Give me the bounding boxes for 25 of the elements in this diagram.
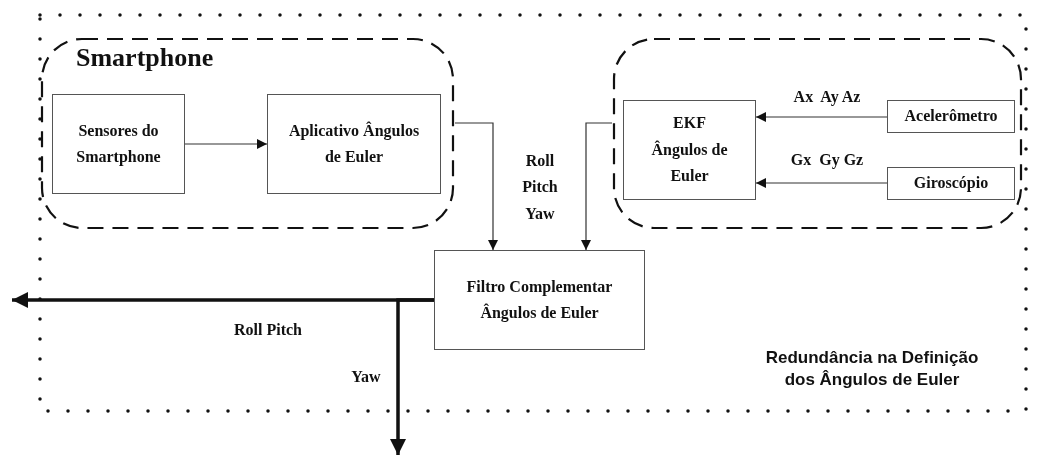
sensor-box — [887, 100, 1015, 133]
box-label: Giroscópio — [913, 173, 989, 194]
signal-label: Roll Pitch Yaw — [521, 151, 559, 224]
process-box — [434, 250, 645, 350]
dotted-region — [38, 13, 1028, 413]
box-label: Aplicativo Ângulos de Euler — [288, 120, 420, 167]
arrow — [454, 122, 498, 251]
dashed-group — [612, 37, 1023, 230]
arrow — [581, 122, 613, 251]
box-label: Filtro Complementar Ângulos de Euler — [465, 276, 614, 324]
box-label: EKF — [673, 113, 706, 134]
arrow — [184, 139, 268, 149]
box-label: Acelerômetro — [904, 106, 998, 127]
sensor-box — [887, 167, 1015, 200]
dashed-group — [40, 37, 455, 230]
process-box — [52, 94, 185, 194]
arrow — [755, 112, 888, 122]
group-title: Smartphone — [76, 42, 214, 74]
box-label: Ângulos de Euler — [650, 139, 729, 187]
process-box — [267, 94, 441, 194]
arrow — [755, 178, 888, 188]
arrow — [390, 298, 434, 455]
process-box — [623, 100, 756, 200]
group-title: Redundância na Definição dos Ângulos de Euler — [764, 346, 980, 391]
box-label: Sensores do Smartphone — [75, 120, 162, 168]
